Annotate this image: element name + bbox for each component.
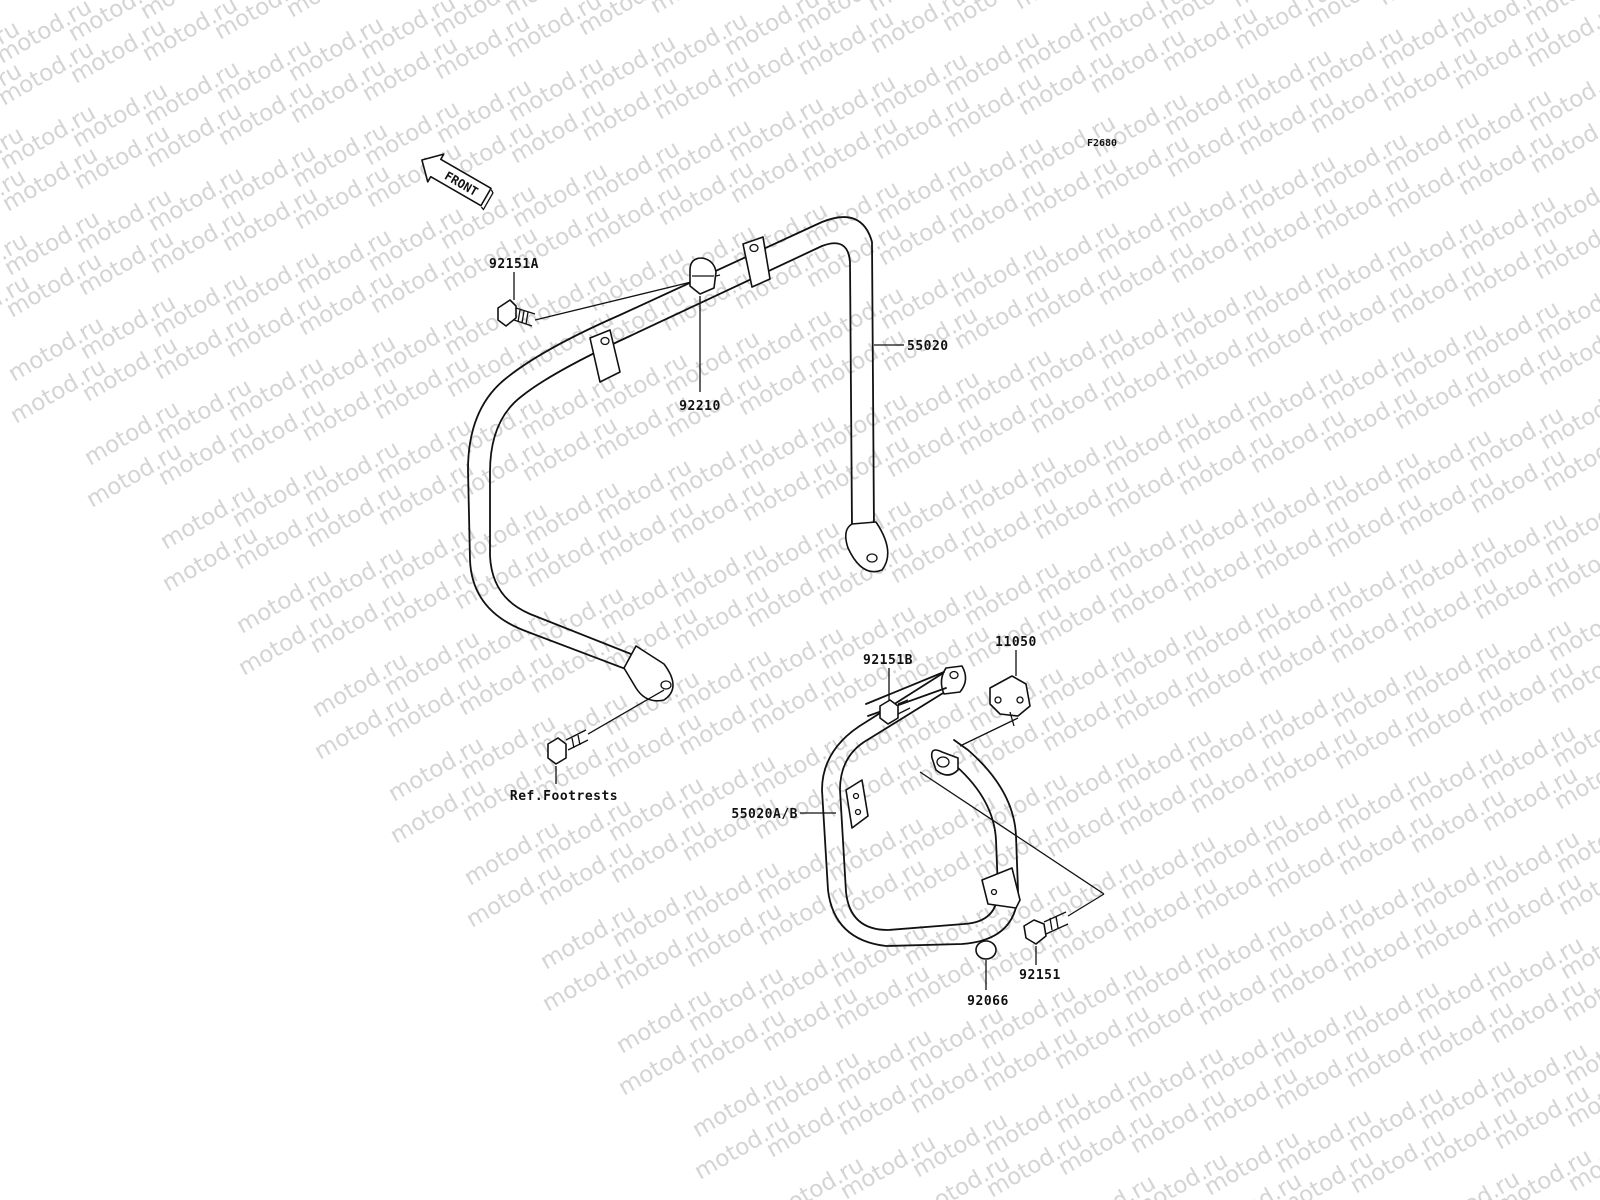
bolt-92151b <box>879 699 911 725</box>
bolt-92151 <box>919 771 1105 945</box>
label-55020ab: 55020A/B <box>731 807 798 822</box>
bolt-92151a <box>497 274 721 327</box>
guard-bar-55020 <box>467 216 889 702</box>
bracket-11050 <box>959 675 1031 747</box>
figure-code: F2680 <box>1087 138 1117 149</box>
label-92151a: 92151A <box>489 257 539 272</box>
side-guard-55020ab <box>821 665 1021 947</box>
label-92066: 92066 <box>967 994 1009 1009</box>
label-92151b: 92151B <box>863 653 913 668</box>
plug-92066 <box>975 940 997 960</box>
footrest-bolt <box>547 689 665 765</box>
label-92151: 92151 <box>1019 968 1061 983</box>
leader-lines <box>513 272 1037 990</box>
label-55020: 55020 <box>907 339 949 354</box>
label-92210: 92210 <box>679 399 721 414</box>
cap-nut-92210 <box>689 257 717 295</box>
label-11050: 11050 <box>995 635 1037 650</box>
label-ref-footrests: Ref.Footrests <box>510 789 618 804</box>
